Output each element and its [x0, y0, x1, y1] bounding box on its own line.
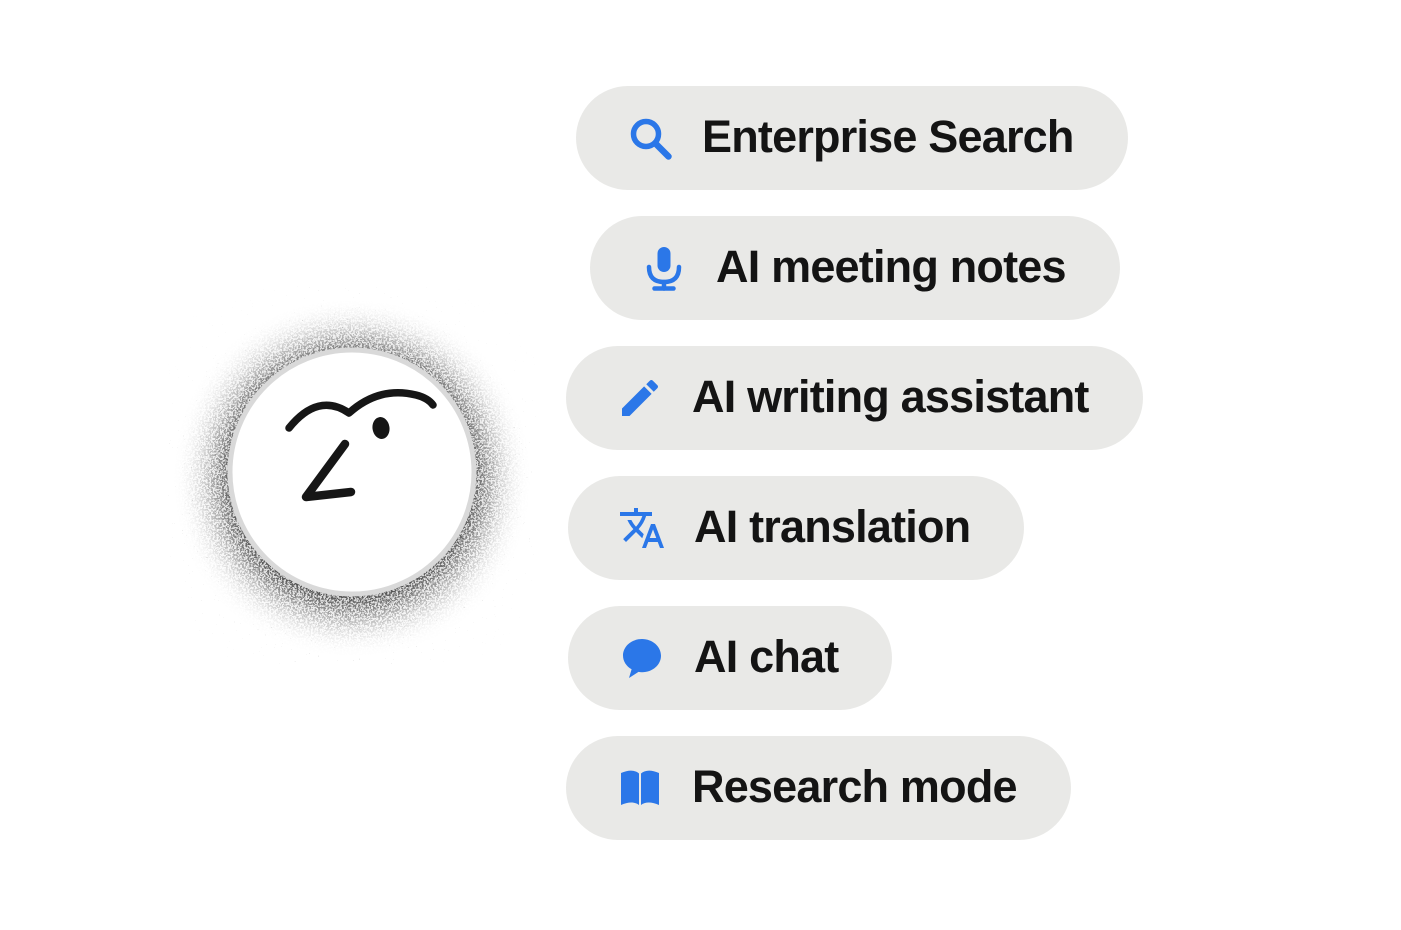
feature-pill-ai-chat[interactable]: AI chat: [568, 606, 893, 710]
feature-pill-list: Enterprise Search AI meeting notes AI wr…: [566, 86, 1143, 840]
feature-pill-label: Enterprise Search: [702, 110, 1074, 162]
feature-pill-label: AI chat: [694, 630, 839, 682]
feature-pill-ai-writing-assistant[interactable]: AI writing assistant: [566, 346, 1143, 450]
eye-dot: [372, 417, 390, 439]
chat-bubble-icon: [618, 634, 666, 682]
feature-pill-ai-translation[interactable]: AI translation: [568, 476, 1025, 580]
face-doodle: [285, 389, 437, 502]
search-icon: [626, 114, 674, 162]
translate-icon: [618, 504, 666, 552]
pencil-icon: [616, 374, 664, 422]
feature-pill-enterprise-search[interactable]: Enterprise Search: [576, 86, 1128, 190]
microphone-icon: [640, 244, 688, 292]
open-book-icon: [616, 764, 664, 812]
feature-pill-ai-meeting-notes[interactable]: AI meeting notes: [590, 216, 1120, 320]
eyebrows: [285, 389, 437, 432]
feature-pill-label: AI translation: [694, 500, 971, 552]
feature-pill-research-mode[interactable]: Research mode: [566, 736, 1071, 840]
feature-pill-label: Research mode: [692, 760, 1018, 812]
nose-mouth: [301, 439, 356, 502]
doodle-face-card: [168, 286, 536, 664]
face-disc: [227, 347, 477, 597]
doodle-face-logo: [202, 332, 502, 632]
feature-pill-label: AI writing assistant: [692, 370, 1089, 422]
feature-pill-label: AI meeting notes: [716, 240, 1067, 292]
